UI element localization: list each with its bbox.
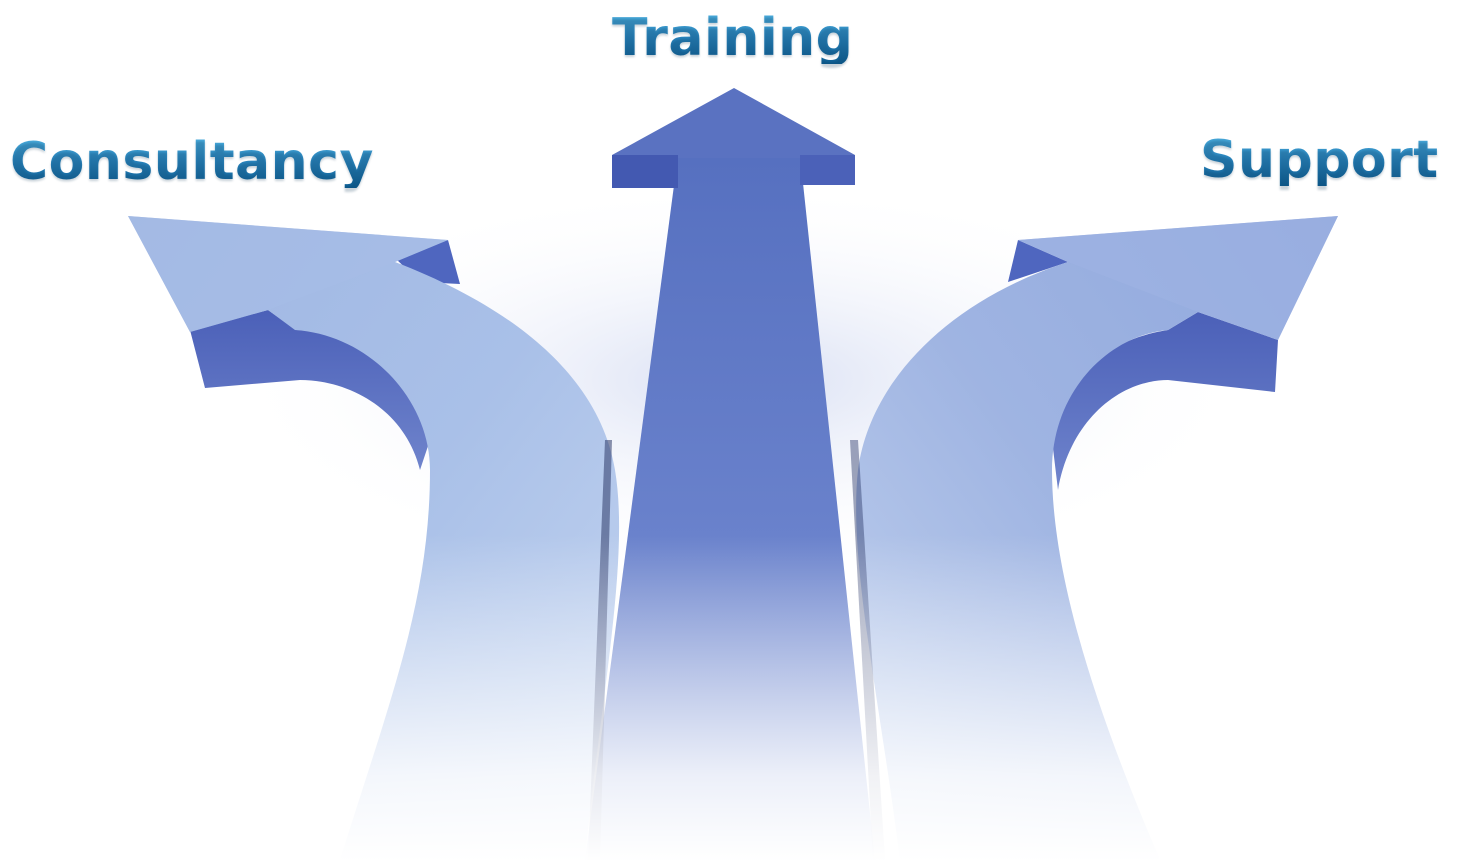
label-support: Support (1200, 130, 1439, 190)
label-consultancy: Consultancy (10, 132, 374, 192)
label-training: Training (612, 8, 854, 68)
